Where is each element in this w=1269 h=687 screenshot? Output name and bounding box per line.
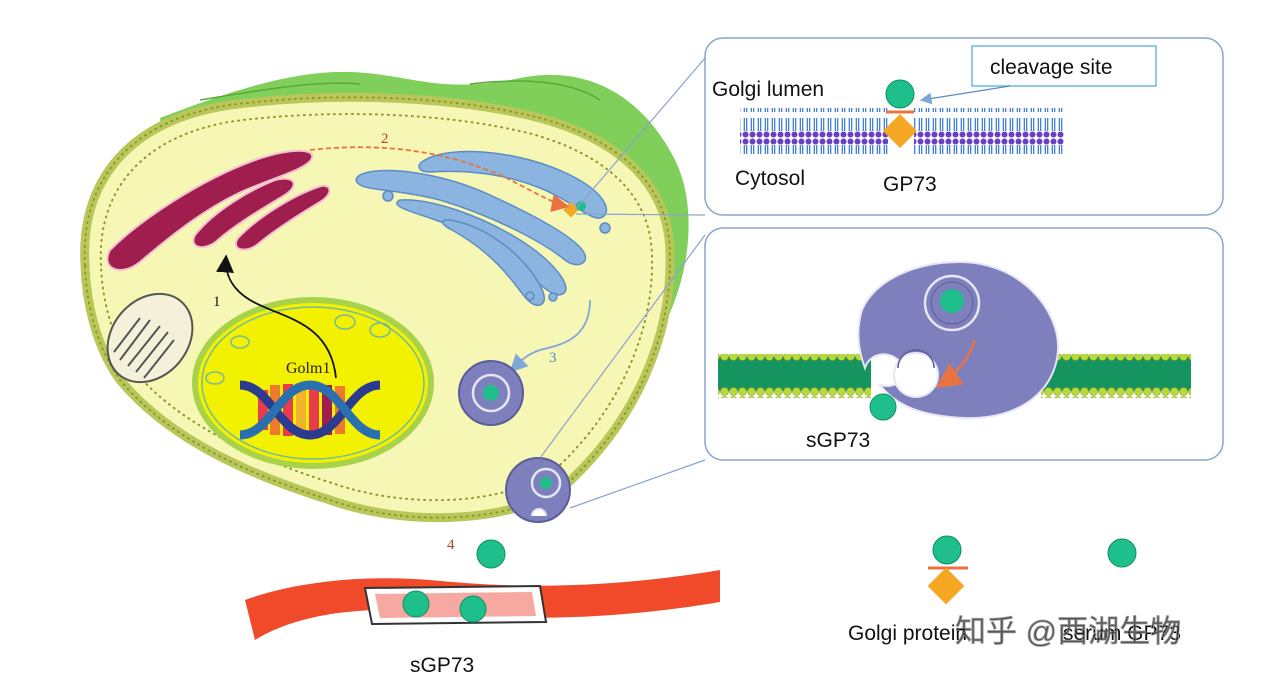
exocytosis-vesicle	[505, 457, 571, 523]
step3-label: 3	[549, 350, 557, 366]
sgp73-exocytosis-label: sGP73	[806, 429, 870, 452]
step2-label: 2	[381, 131, 389, 147]
step1-label: 1	[213, 294, 221, 310]
legend-golgi-protein-label: Golgi protein	[848, 622, 967, 645]
secreted-sgp73	[476, 539, 506, 569]
cleavage-site-label: cleavage site	[990, 56, 1113, 79]
arrow-step3	[509, 299, 591, 373]
plasma-membrane-right	[1041, 354, 1191, 398]
endoplasmic-reticulum	[106, 149, 331, 271]
legend-golgi-protein-anchor	[927, 567, 965, 605]
mitochondrion	[106, 292, 194, 384]
step4-label: 4	[447, 537, 455, 553]
released-sgp73	[869, 393, 897, 421]
sgp73-blood-label: sGP73	[410, 654, 474, 677]
blood-vessel	[245, 570, 720, 640]
legend-serum-globule	[1107, 538, 1137, 568]
golgi-membrane-zoom-panel: cleavage site Golgi lumen Cytosol GP73	[704, 37, 1224, 216]
cleavage-site-box	[971, 45, 1157, 87]
legend-golgi-protein-globule	[932, 535, 962, 565]
gene-label: Golm1	[286, 360, 330, 377]
golgi-apparatus	[355, 150, 611, 307]
secretory-vesicle	[458, 360, 524, 426]
legend: Golgi protein serum GP73	[848, 535, 1181, 645]
watermark: 知乎 @西湖生物	[955, 614, 1181, 649]
arrow-step2	[309, 146, 570, 212]
plasma-membrane-left	[718, 354, 871, 398]
legend-serum-label: serum GP73	[1063, 622, 1181, 645]
arrow-step1	[216, 254, 337, 379]
fusion-arrow	[935, 339, 977, 388]
gp73-label: GP73	[883, 173, 937, 196]
gp73-globular-domain	[885, 79, 915, 109]
dna-double-helix	[239, 380, 381, 440]
golgi-lumen-label: Golgi lumen	[712, 78, 824, 101]
cytosol-label: Cytosol	[735, 167, 805, 190]
exocytosis-zoom-panel: sGP73	[704, 227, 1224, 461]
